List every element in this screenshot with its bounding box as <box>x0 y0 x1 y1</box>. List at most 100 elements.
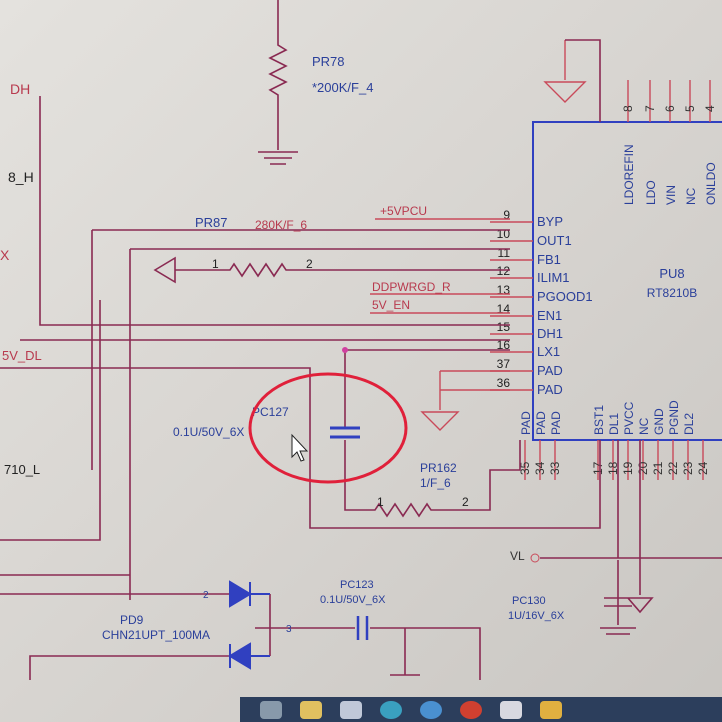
pin-name: DL1 <box>607 413 621 435</box>
pin-name: GND <box>652 408 666 435</box>
pr87-ref: PR87 <box>195 215 228 230</box>
pc130-value: 1U/16V_6X <box>508 610 565 622</box>
pin-name: LDO <box>644 180 658 205</box>
pin-number: 6 <box>663 105 677 112</box>
pin-name: PAD <box>534 411 548 435</box>
pin-number: 36 <box>497 376 511 390</box>
pin-label: 1 <box>377 495 384 509</box>
net-5v-en: 5V_EN <box>372 298 410 312</box>
folder-icon[interactable] <box>300 700 322 719</box>
ic-part: RT8210B <box>647 286 697 300</box>
document-icon[interactable] <box>500 700 522 719</box>
pin-name: VIN <box>664 185 678 205</box>
pin-number: 18 <box>606 461 620 475</box>
pin-name: PAD <box>549 411 563 435</box>
pd9-value: CHN21UPT_100MA <box>102 628 210 642</box>
pr87-value: 280K/F_6 <box>255 218 307 232</box>
browser-icon[interactable] <box>380 700 402 719</box>
net-5v-dl: 5V_DL <box>2 348 42 363</box>
calendar-icon[interactable] <box>340 700 362 719</box>
pin-number: 33 <box>548 461 562 475</box>
resistor-ilim <box>153 256 510 284</box>
capacitor-pc127 <box>330 426 360 439</box>
pin-number: 23 <box>681 461 695 475</box>
pin-number: 15 <box>497 320 511 334</box>
pr162-ref: PR162 <box>420 461 457 475</box>
pin-number: 11 <box>498 246 511 260</box>
pin-label: 2 <box>462 495 469 509</box>
pin-number: 4 <box>703 105 717 112</box>
net-ddpwrgd: DDPWRGD_R <box>372 280 451 294</box>
diode-pd9 <box>228 580 252 670</box>
ic-body-pu8 <box>532 121 722 441</box>
pr162-value: 1/F_6 <box>420 476 451 490</box>
pin-name: ONLDO <box>704 162 718 205</box>
pc123-value: 0.1U/50V_6X <box>320 594 386 606</box>
pin-name: PAD <box>537 363 563 378</box>
pin-name: OUT1 <box>537 233 572 248</box>
pin-number: 35 <box>518 461 532 475</box>
pin-number: 22 <box>666 461 680 475</box>
capacitor-pc130 <box>540 440 722 635</box>
net-8h: 8_H <box>8 169 34 185</box>
pin-number: 8 <box>621 105 635 112</box>
pin-name: NC <box>684 187 698 205</box>
pin-name: DL2 <box>682 413 696 435</box>
pr78-value: *200K/F_4 <box>312 80 373 95</box>
pin-name: NC <box>637 417 651 435</box>
pin-name: LDOREFIN <box>622 144 636 205</box>
pin-number: 24 <box>696 461 710 475</box>
capacitor-pc123 <box>356 616 369 640</box>
net-dh: DH <box>10 81 30 97</box>
pin-name: LX1 <box>537 344 560 359</box>
chrome-icon[interactable] <box>460 700 482 719</box>
pin-number: 21 <box>651 461 665 475</box>
pin-number: 34 <box>533 461 547 475</box>
pin-name: PAD <box>519 411 533 435</box>
pin-number: 16 <box>497 338 511 352</box>
pin-number: 12 <box>497 264 511 278</box>
pin-number: 14 <box>497 302 511 316</box>
pin-number: 5 <box>683 105 697 112</box>
pc127-ref: PC127 <box>252 405 289 419</box>
pc127-value: 0.1U/50V_6X <box>173 425 244 439</box>
ground-icon <box>543 40 587 103</box>
ic-ref: PU8 <box>659 266 684 281</box>
pc130-ref: PC130 <box>512 595 546 607</box>
taskbar-app-icon[interactable] <box>260 700 282 719</box>
pc123-ref: PC123 <box>340 579 374 591</box>
pin-number: 19 <box>621 461 635 475</box>
red-circle-annotation <box>248 372 408 484</box>
resistor-pr162 <box>344 349 521 518</box>
pin-name: PAD <box>537 382 563 397</box>
pin-number: 13 <box>497 283 511 297</box>
pin-number: 9 <box>503 208 510 222</box>
pin-label: 2 <box>306 257 313 271</box>
pd9-ref: PD9 <box>120 613 144 627</box>
pin-name: BYP <box>537 214 563 229</box>
pin-name: PGOOD1 <box>537 289 593 304</box>
pin-name: PGND <box>667 400 681 435</box>
pin-number: 10 <box>497 227 511 241</box>
pin-label: 3 <box>286 624 292 635</box>
pin-name: PVCC <box>622 401 636 435</box>
pin-number: 37 <box>497 357 511 371</box>
pin-number: 20 <box>636 461 650 475</box>
app-icon[interactable] <box>540 700 562 719</box>
pin-label: 1 <box>212 257 219 271</box>
pin-label: 2 <box>203 590 209 601</box>
pr78-ref: PR78 <box>312 54 345 69</box>
ground-icon <box>420 370 510 431</box>
net-vl: VL <box>510 549 525 563</box>
net-710l: 710_L <box>4 462 40 477</box>
net-5vpcu: +5VPCU <box>380 204 427 218</box>
pin-name: DH1 <box>537 326 563 341</box>
network-icon[interactable] <box>420 700 442 719</box>
resistor-pr78 <box>268 0 288 150</box>
pin-name: FB1 <box>537 252 561 267</box>
ground-icon <box>258 151 298 165</box>
pin-name: BST1 <box>592 405 606 435</box>
pin-number: 7 <box>643 105 657 112</box>
